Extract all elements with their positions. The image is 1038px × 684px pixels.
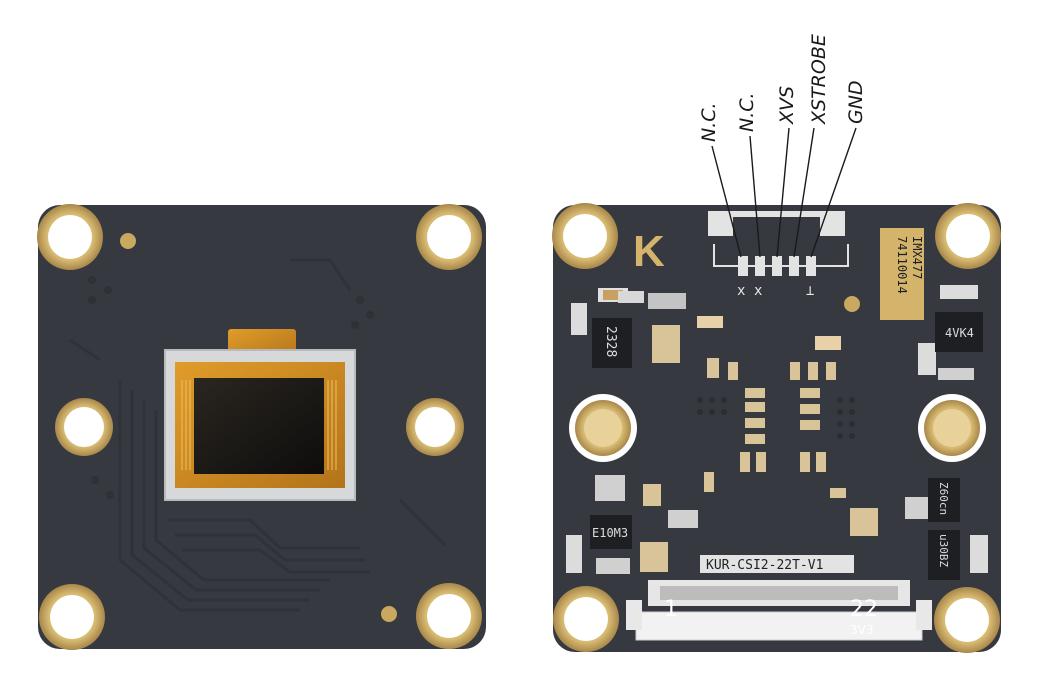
pin-label-nc-2: N.C. [736, 92, 758, 132]
pin-callout-lines [711, 127, 857, 258]
gold-label-line2: IMX477 [910, 236, 924, 279]
back-mount-hole-mr [918, 394, 986, 462]
ic-e10m3: E10M3 [590, 515, 632, 549]
front-mount-hole-tl [37, 204, 103, 270]
front-mount-hole-tr [416, 204, 482, 270]
ic-z60cn-label: Z60cn [937, 482, 950, 515]
ic-2328: 2328 [592, 318, 632, 368]
gold-label: 74110014 IMX477 [880, 228, 924, 320]
ic-4vk4: 4VK4 [935, 312, 983, 352]
pad-mark-gnd: ⊥ [806, 283, 814, 299]
front-traces [69, 258, 447, 612]
ic-e10m3-label: E10M3 [592, 526, 628, 540]
connector-pin-22: 22 [850, 597, 878, 622]
back-mount-hole-ml [569, 394, 637, 462]
front-board [37, 204, 486, 650]
pin-label-xvs: XVS [776, 86, 798, 125]
back-mount-hole-tr [935, 203, 1001, 269]
gold-label-line1: 74110014 [895, 236, 909, 294]
back-mount-hole-br [934, 587, 1000, 653]
ic-2328-label: 2328 [603, 326, 618, 357]
connector-pin-1: 1 [664, 597, 678, 622]
smd-components [566, 285, 988, 574]
board-name-box [700, 555, 854, 573]
ic-z60cn: Z60cn [928, 478, 960, 522]
ic-u30bz-label: u30BZ [937, 534, 950, 567]
front-fiducial-bottom [381, 606, 397, 622]
fpc-connector-22pin: 1 22 3V3 [626, 580, 932, 641]
back-mount-hole-bl [553, 586, 619, 652]
pad-mark-1: x [737, 283, 745, 299]
image-sensor [164, 329, 356, 501]
ic-u30bz: u30BZ [928, 530, 960, 580]
brand-logo: K [633, 227, 665, 276]
pin-label-gnd: GND [845, 80, 867, 124]
front-mount-hole-bl [39, 584, 105, 650]
pad-mark-2: x [754, 283, 762, 299]
sensor-bond-wires [181, 380, 337, 470]
pin-label-nc-1: N.C. [698, 102, 720, 142]
ic-4vk4-label: 4VK4 [945, 326, 974, 340]
front-vias [88, 276, 374, 499]
front-mount-hole-br [416, 583, 482, 649]
connector-3v3: 3V3 [850, 623, 873, 637]
back-mount-hole-tl [552, 203, 618, 269]
front-mount-hole-mr [406, 398, 464, 456]
front-fiducial-top [120, 233, 136, 249]
sensor-die [194, 378, 324, 474]
back-board: K 74110014 IMX477 x x ⊥ [552, 127, 1001, 653]
sync-pin-header: x x ⊥ [708, 211, 849, 299]
pin-label-xstrobe: XSTROBE [808, 34, 830, 125]
front-mount-hole-ml [55, 398, 113, 456]
board-name: KUR-CSI2-22T-V1 [706, 558, 823, 573]
